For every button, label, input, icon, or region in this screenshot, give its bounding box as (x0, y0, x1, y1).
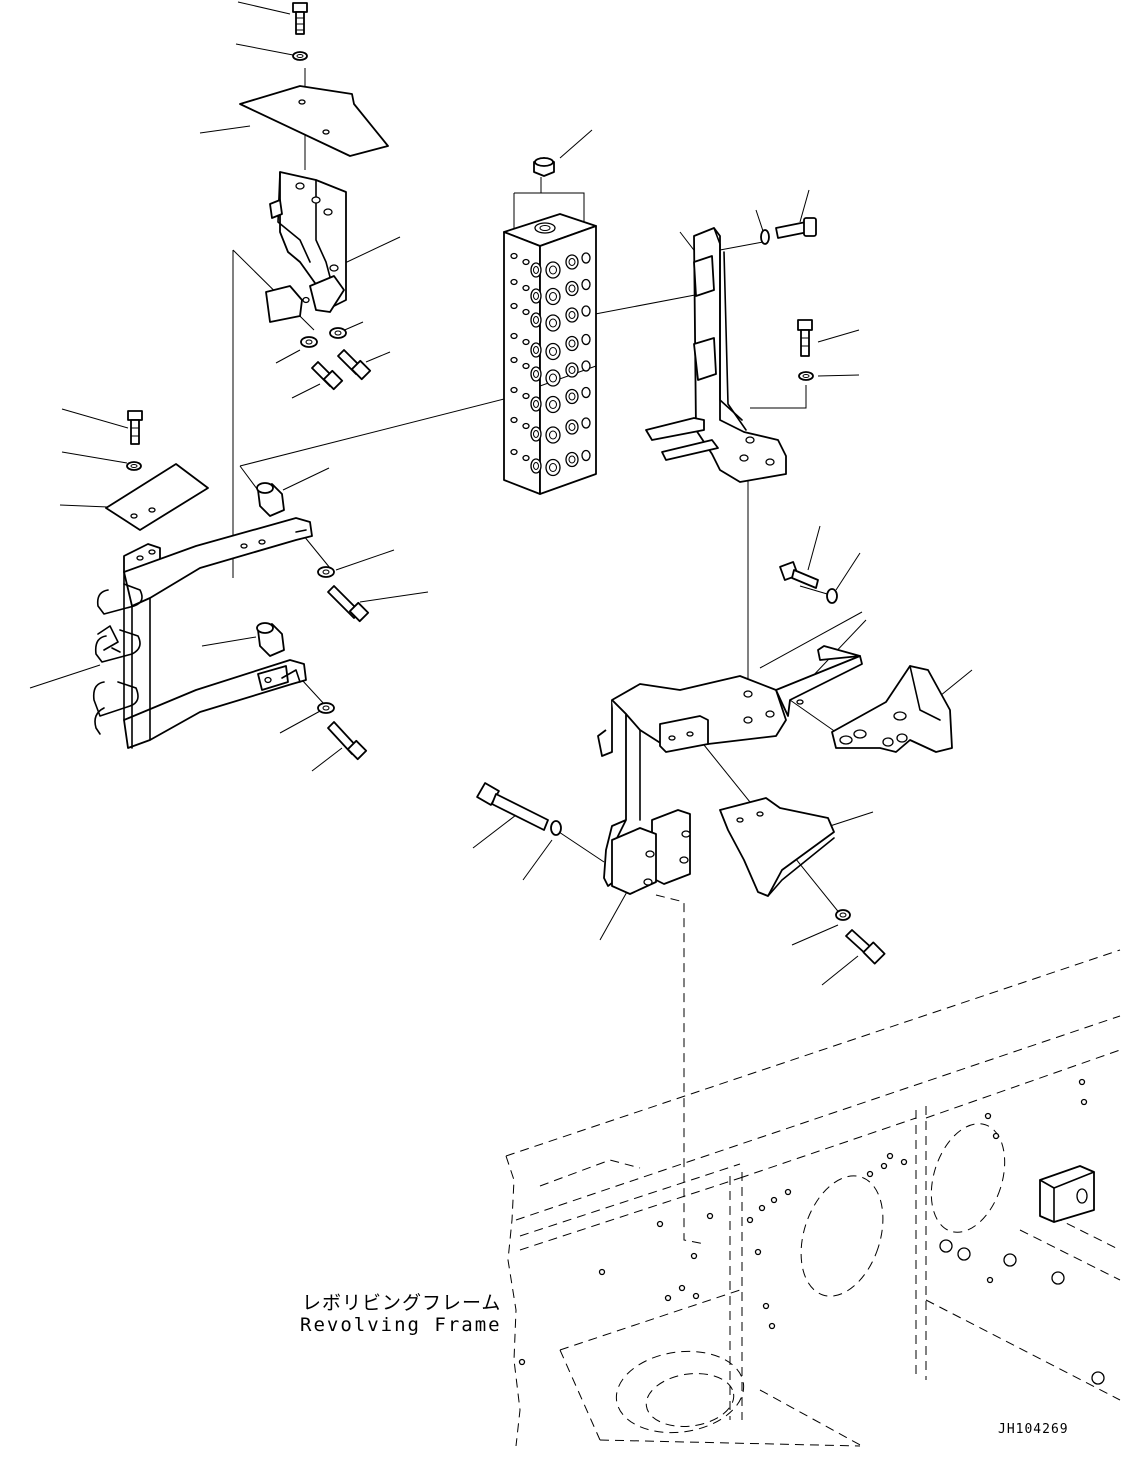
washer-right-small (760, 229, 770, 245)
washer-top (292, 51, 308, 61)
revolving-frame-label-en: Revolving Frame (300, 1314, 502, 1336)
spacers-left (256, 482, 285, 657)
washers-left-clamp (317, 566, 335, 714)
drawing-number: JH104269 (998, 1422, 1069, 1437)
hex-bolt-top (292, 2, 308, 35)
manifold-ports-side (510, 252, 542, 474)
bolts-bracket-top (311, 349, 372, 391)
hex-bolt-left (127, 410, 143, 445)
dashed-centerline (655, 894, 706, 1245)
washer-right (798, 371, 814, 381)
washers-bracket-top (300, 327, 347, 348)
frame-holes (518, 1078, 1088, 1366)
bolt-lower-center (845, 929, 886, 965)
plug-top (533, 157, 555, 177)
bent-bracket-top (265, 171, 347, 323)
hose-clamp-loops (92, 571, 151, 749)
cover-plate-left (105, 463, 209, 531)
bolt-right-horizontal (775, 217, 817, 239)
washer-lower-right (826, 588, 838, 604)
revolving-frame (505, 949, 1121, 1447)
bolts-left-clamp (327, 585, 370, 761)
hose-clamp-bracket-upper (123, 517, 313, 607)
washer-lower-center (835, 909, 851, 921)
cover-plate-top (239, 85, 389, 157)
hose-clamp-bracket-lower (123, 659, 307, 749)
vertical-stand-bracket (645, 227, 787, 483)
manifold-ports-front (545, 252, 591, 477)
side-clamp-bracket (831, 665, 953, 753)
hose-tray (719, 797, 835, 897)
washer-left (126, 461, 142, 471)
base-bracket (597, 645, 863, 895)
bolt-right-vertical (797, 319, 813, 357)
revolving-frame-label-jp: レボリビングフレーム (302, 1292, 502, 1314)
leader-lines (29, 1, 973, 986)
frame-nuts (939, 1239, 1105, 1385)
long-bolt-lower (476, 782, 549, 831)
washer-lower-left (550, 820, 562, 836)
bolt-lower-right (779, 561, 819, 589)
